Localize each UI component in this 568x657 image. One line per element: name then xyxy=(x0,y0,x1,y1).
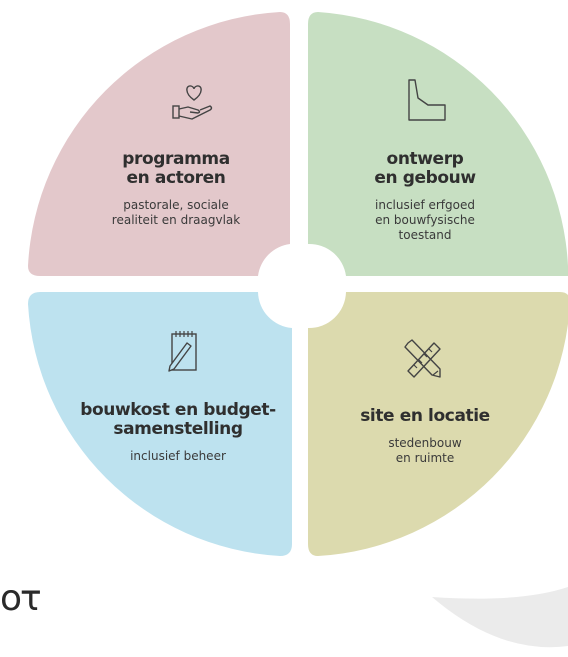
quadrant-bottom-right-text: site en locatie stedenbouw en ruimte xyxy=(325,407,525,466)
decorative-arc xyxy=(432,587,568,648)
hand-heart-icon xyxy=(172,85,213,120)
ruler-pencil-icon xyxy=(404,339,441,378)
quadrant-title: bouwkost en budget- samenstelling xyxy=(80,400,276,439)
cropped-text-fragment: oτ xyxy=(0,578,42,619)
quadrant-title: ontwerp en gebouw xyxy=(374,149,476,188)
quadrant-subtitle: stedenbouw en ruimte xyxy=(388,436,462,465)
quadrant-bottom-left xyxy=(28,292,292,556)
quadrant-bottom-right xyxy=(308,292,568,556)
quadrant-title: site en locatie xyxy=(360,406,490,426)
quadrant-title: programma en actoren xyxy=(122,149,230,188)
quadrant-top-left xyxy=(28,12,290,276)
building-outline-icon xyxy=(408,79,446,121)
quadrant-subtitle: inclusief beheer xyxy=(130,449,226,463)
quadrant-top-left-text: programma en actoren pastorale, sociale … xyxy=(76,150,276,228)
quadrant-top-right-text: ontwerp en gebouw inclusief erfgoed en b… xyxy=(325,150,525,243)
quadrant-top-right xyxy=(308,12,568,276)
quadrant-subtitle: inclusief erfgoed en bouwfysische toesta… xyxy=(375,198,475,242)
quadrant-bottom-left-text: bouwkost en budget- samenstelling inclus… xyxy=(68,401,288,464)
quadrant-subtitle: pastorale, sociale realiteit en draagvla… xyxy=(111,198,241,227)
notepad-pencil-icon xyxy=(168,331,197,372)
